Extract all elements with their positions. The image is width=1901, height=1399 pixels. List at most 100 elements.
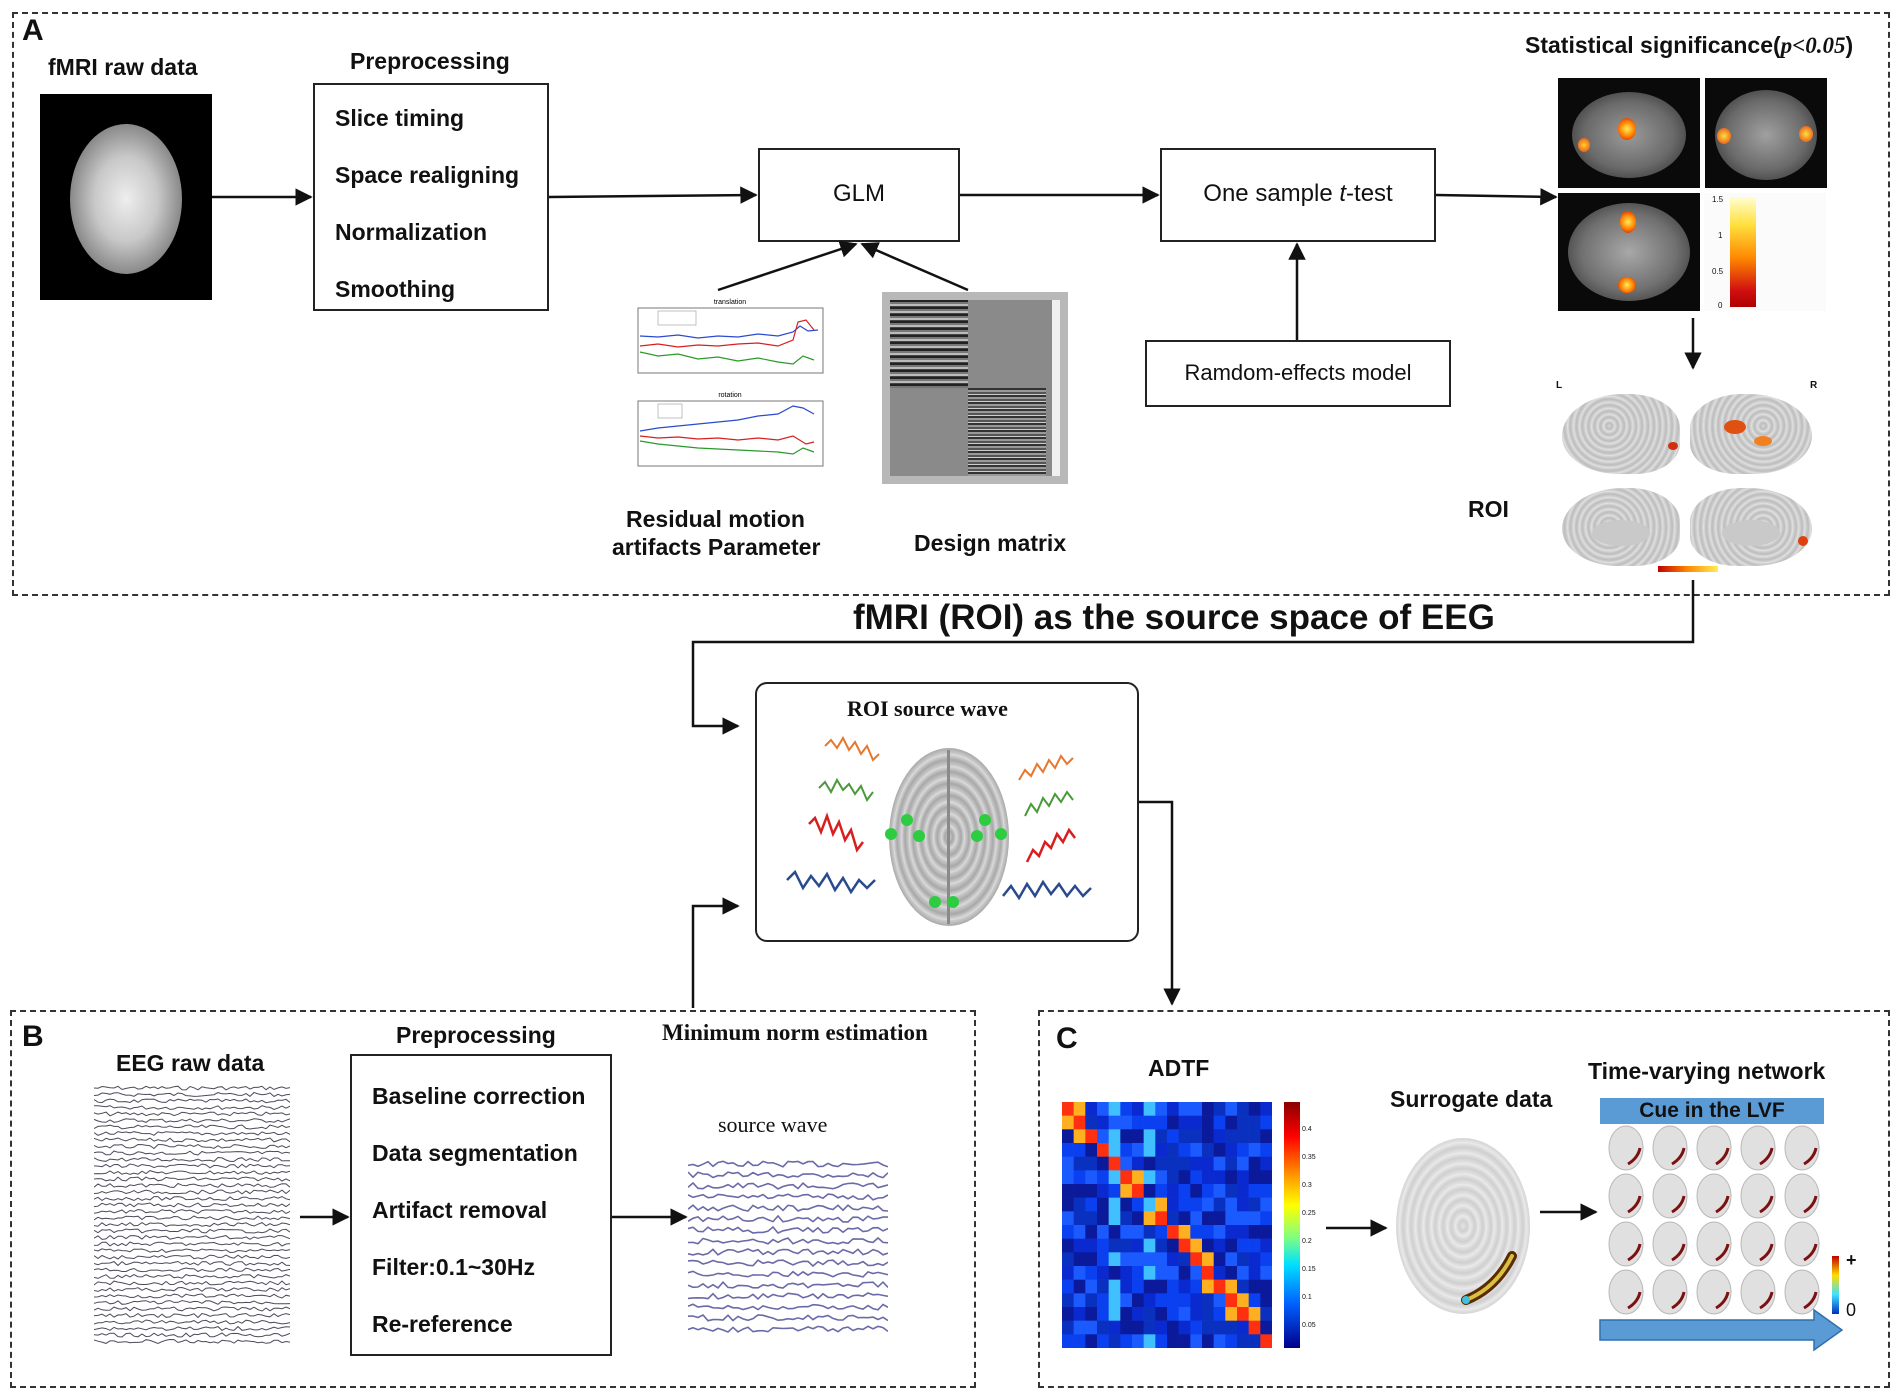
network-brain <box>1740 1125 1776 1171</box>
adtf-cell <box>1178 1334 1191 1348</box>
network-edge <box>1627 1147 1642 1166</box>
stat-significance-title: Statistical significance(p<0.05) <box>1525 32 1853 59</box>
adtf-cell <box>1190 1170 1203 1185</box>
network-brain <box>1740 1221 1776 1267</box>
adtf-cell <box>1132 1252 1144 1267</box>
adtf-cell <box>1108 1334 1121 1348</box>
preproc-b-item: Filter:0.1~30Hz <box>372 1254 535 1280</box>
adtf-cell <box>1108 1266 1121 1280</box>
network-edge <box>1671 1147 1686 1166</box>
network-brain <box>1784 1173 1820 1219</box>
eeg-trace <box>94 1156 290 1162</box>
adtf-cell <box>1073 1129 1086 1144</box>
adtf-cell <box>1120 1184 1133 1198</box>
eeg-trace <box>94 1111 290 1117</box>
eeg-trace <box>94 1131 290 1136</box>
colorbar-tick: 0 <box>1718 301 1723 310</box>
adtf-cell <box>1155 1115 1168 1130</box>
adtf-cell <box>1178 1279 1191 1294</box>
adtf-cell <box>1155 1252 1168 1267</box>
eeg-trace <box>94 1234 290 1240</box>
adtf-cell <box>1097 1225 1109 1239</box>
eeg-trace <box>94 1274 290 1279</box>
adtf-cell <box>1108 1279 1121 1294</box>
adtf-cell <box>1202 1170 1214 1185</box>
adtf-cell <box>1143 1307 1156 1321</box>
network-edge <box>1759 1147 1774 1166</box>
adtf-cell <box>1143 1225 1156 1239</box>
eeg-trace <box>94 1248 290 1254</box>
roi-dots <box>885 814 1007 908</box>
adtf-cell <box>1237 1156 1249 1171</box>
adtf-cell <box>1062 1197 1074 1212</box>
adtf-cell <box>1178 1211 1191 1226</box>
adtf-cell <box>1190 1320 1203 1335</box>
adtf-cell <box>1155 1170 1168 1185</box>
cue-lvf-label: Cue in the LVF <box>1639 1099 1785 1122</box>
scale-zero: 0 <box>1846 1300 1857 1320</box>
adtf-cell <box>1120 1156 1133 1171</box>
adtf-cell <box>1237 1115 1249 1130</box>
brain-left-label: L <box>1556 380 1563 391</box>
adtf-label: ADTF <box>1148 1055 1210 1081</box>
adtf-cell <box>1237 1238 1249 1253</box>
adtf-cell <box>1213 1184 1226 1198</box>
adtf-cell <box>1097 1184 1109 1198</box>
adtf-cell <box>1190 1334 1203 1348</box>
adtf-cell <box>1143 1238 1156 1253</box>
adtf-cell <box>1073 1238 1086 1253</box>
adtf-cell <box>1248 1307 1261 1321</box>
adtf-cell <box>1073 1334 1086 1348</box>
adtf-cell <box>1167 1320 1179 1335</box>
adtf-cell <box>1260 1320 1272 1335</box>
scale-plus: + <box>1846 1250 1857 1270</box>
adtf-cell <box>1202 1279 1214 1294</box>
adtf-cell <box>1085 1266 1098 1280</box>
adtf-cell <box>1190 1211 1203 1226</box>
adtf-cell <box>1260 1156 1272 1171</box>
network-brain <box>1696 1173 1732 1219</box>
surrogate-brain-image <box>1396 1138 1530 1314</box>
adtf-cell <box>1143 1266 1156 1280</box>
adtf-colorbar-ticks: 0.4 0.35 0.3 0.25 0.2 0.15 0.1 0.05 <box>1302 1102 1326 1348</box>
network-brain <box>1608 1269 1644 1315</box>
adtf-cell <box>1202 1184 1214 1198</box>
adtf-cell <box>1097 1115 1109 1130</box>
adtf-cell <box>1132 1170 1144 1185</box>
adtf-cell <box>1097 1156 1109 1171</box>
adtf-cell <box>1085 1184 1098 1198</box>
source-trace <box>688 1270 888 1278</box>
adtf-cell <box>1073 1252 1086 1267</box>
adtf-colorbar <box>1284 1102 1300 1348</box>
adtf-cell <box>1143 1197 1156 1212</box>
adtf-cell <box>1120 1293 1133 1308</box>
adtf-cell <box>1108 1102 1121 1116</box>
adtf-cell <box>1143 1102 1156 1116</box>
adtf-cell <box>1237 1252 1249 1267</box>
adtf-cell <box>1225 1211 1238 1226</box>
adtf-cell <box>1213 1266 1226 1280</box>
adtf-cell <box>1190 1293 1203 1308</box>
network-scale-bar <box>1832 1256 1839 1314</box>
adtf-cell <box>1097 1170 1109 1185</box>
network-edge <box>1715 1147 1730 1166</box>
adtf-cell <box>1155 1293 1168 1308</box>
adtf-cell <box>1155 1129 1168 1144</box>
adtf-cell <box>1132 1211 1144 1226</box>
adtf-cell <box>1097 1320 1109 1335</box>
adtf-cell <box>1097 1293 1109 1308</box>
network-brain <box>1740 1269 1776 1315</box>
colorbar-tick: 1.5 <box>1712 195 1724 204</box>
network-brain <box>1652 1269 1688 1315</box>
adtf-cell <box>1143 1293 1156 1308</box>
eeg-trace <box>94 1208 290 1214</box>
adtf-cell <box>1167 1279 1179 1294</box>
preproc-a-item: Smoothing <box>335 276 456 302</box>
source-trace <box>688 1160 888 1168</box>
adtf-cell <box>1120 1225 1133 1239</box>
motion-label-line2: artifacts Parameter <box>612 534 821 560</box>
adtf-cell <box>1132 1320 1144 1335</box>
preprocessing-b-title: Preprocessing <box>396 1022 556 1048</box>
source-trace <box>688 1280 888 1289</box>
adtf-cell <box>1108 1197 1121 1212</box>
